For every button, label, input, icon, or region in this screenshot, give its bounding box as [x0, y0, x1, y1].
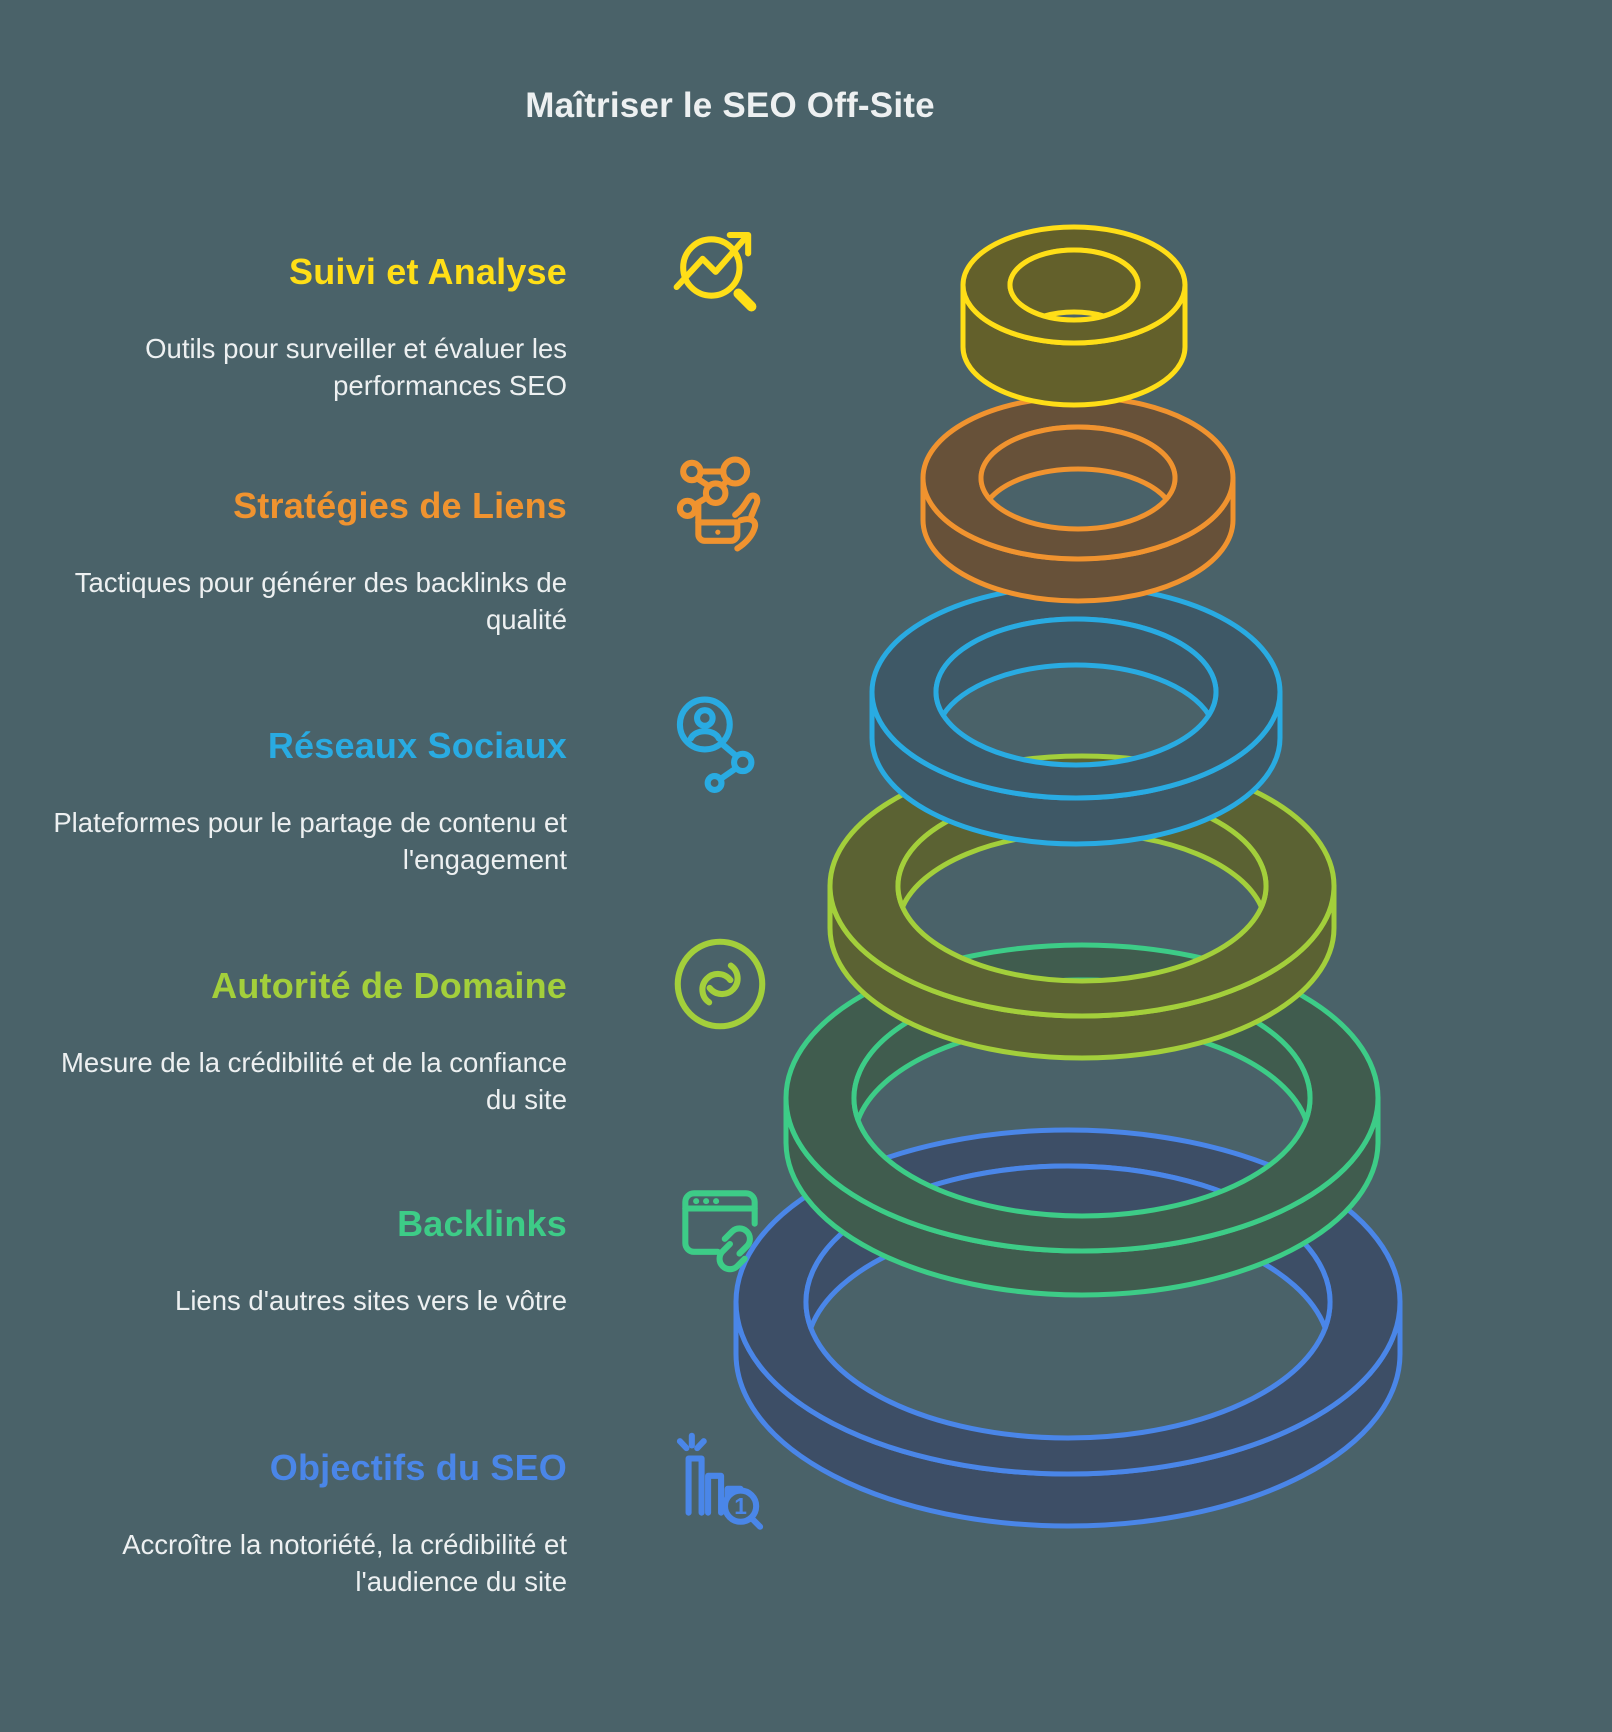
section-title: Autorité de Domaine [211, 965, 567, 1006]
section-description: Plateformes pour le partage de contenu e… [53, 807, 567, 875]
section-description: Tactiques pour générer des backlinks de … [74, 567, 567, 635]
section-title: Backlinks [397, 1203, 567, 1244]
section-objectifs-seo: Objectifs du SEO Accroître la notoriété,… [47, 1446, 567, 1600]
section-autorite-domaine: Autorité de Domaine Mesure de la crédibi… [47, 964, 567, 1118]
section-description: Outils pour surveiller et évaluer les pe… [145, 333, 567, 401]
social-share-profile-icon [668, 686, 772, 802]
section-description: Liens d'autres sites vers le vôtre [175, 1285, 567, 1316]
interlocked-rings-icon [668, 926, 772, 1042]
browser-paperclip-icon [668, 1170, 772, 1286]
section-title: Suivi et Analyse [289, 251, 567, 292]
link-building-hand-icon [668, 446, 772, 562]
section-title: Objectifs du SEO [269, 1447, 567, 1488]
section-reseaux-sociaux: Réseaux Sociaux Plateformes pour le part… [47, 724, 567, 878]
section-description: Mesure de la crédibilité et de la confia… [61, 1047, 567, 1115]
section-backlinks: Backlinks Liens d'autres sites vers le v… [47, 1202, 567, 1319]
section-strategies-liens: Stratégies de Liens Tactiques pour génér… [47, 484, 567, 638]
section-title: Réseaux Sociaux [267, 725, 567, 766]
analytics-magnifier-icon [668, 203, 772, 319]
svg-text:1: 1 [734, 1493, 747, 1519]
section-suivi-analyse: Suivi et Analyse Outils pour surveiller … [47, 250, 567, 404]
ranking-bars-icon: 1 [668, 1420, 772, 1536]
section-title: Stratégies de Liens [233, 485, 567, 526]
section-description: Accroître la notoriété, la crédibilité e… [122, 1529, 567, 1597]
page-title: Maîtriser le SEO Off-Site [525, 86, 935, 125]
